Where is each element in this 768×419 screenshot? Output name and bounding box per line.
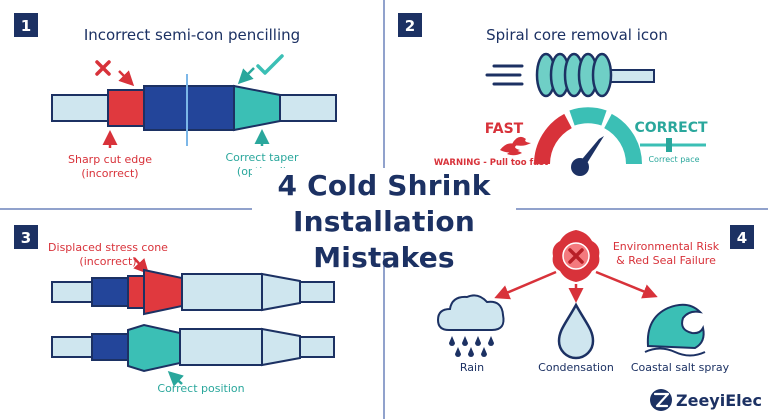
label-fast: FAST: [485, 121, 524, 137]
panel-4: 4 Environmental Risk & Red Seal Failure: [436, 225, 762, 411]
label-displaced-note: (incorrect): [79, 255, 136, 268]
label-displaced-stress-cone: Displaced stress cone: [48, 241, 168, 254]
arrow-to-rain: [494, 270, 557, 300]
rain-cloud-icon: [436, 294, 505, 357]
cable-diagram-1: [51, 84, 337, 132]
red-seal-icon: [552, 230, 600, 282]
label-environmental-risk: Environmental Risk: [613, 240, 720, 253]
flame-icon: [500, 136, 531, 156]
check-icon: [256, 54, 284, 75]
cable-diagram-3-incorrect: [51, 268, 335, 316]
label-correct-taper: Correct taper: [226, 151, 299, 164]
panel-1-number: 1: [21, 17, 31, 35]
arrow-to-salt-spray: [595, 270, 658, 299]
spiral-core-icon: [535, 52, 655, 98]
panel-4-number: 4: [737, 229, 747, 247]
panel-1-heading: Incorrect semi-con pencilling: [84, 26, 300, 44]
main-title: 4 Cold Shrink Installation Mistakes: [252, 168, 516, 274]
panel-3: 3 Displaced stress cone (incorrect) Corr…: [14, 225, 335, 395]
label-correct: CORRECT: [634, 120, 708, 136]
label-condensation: Condensation: [538, 361, 614, 374]
water-drop-icon: [557, 302, 595, 360]
wave-icon: [644, 303, 706, 357]
panel-2-number: 2: [405, 17, 415, 35]
cable-diagram-3-correct: [51, 323, 335, 373]
label-correct-position: Correct position: [157, 382, 244, 395]
z-bolt-icon: [650, 389, 672, 411]
label-correct-pace: Correct pace: [648, 155, 699, 164]
panel-2: 2 Spiral core removal icon: [398, 13, 708, 176]
slider-icon: [640, 138, 706, 152]
panel-1: 1 Incorrect semi-con pencilling Sharp cu…: [14, 13, 337, 180]
cross-icon: [95, 60, 111, 76]
brand-name: ZeeyiElec: [676, 391, 762, 410]
speed-gauge: [534, 107, 642, 176]
brand-logo: ZeeyiElec: [650, 389, 762, 411]
panel-2-heading: Spiral core removal icon: [486, 26, 668, 44]
panel-2-number-badge: [398, 13, 422, 37]
arrow-to-teal-taper: [237, 67, 255, 85]
panel-1-number-badge: [14, 13, 38, 37]
label-sharp-cut-edge-note: (incorrect): [81, 167, 138, 180]
panel-3-number-badge: [14, 225, 38, 249]
speed-lines-icon: [485, 64, 524, 86]
panel-4-number-badge: [730, 225, 754, 249]
label-seal-failure: & Red Seal Failure: [616, 254, 716, 267]
main-title-line-2: Installation Mistakes: [293, 205, 475, 274]
main-title-line-1: 4 Cold Shrink: [277, 169, 491, 202]
label-sharp-cut-edge: Sharp cut edge: [68, 153, 152, 166]
label-warning: WARNING - Pull too fast: [434, 158, 548, 168]
panel-3-number: 3: [21, 229, 31, 247]
label-rain: Rain: [460, 361, 484, 374]
arrow-correct-position: [167, 370, 184, 387]
arrow-to-red-band: [118, 70, 135, 87]
label-coastal-salt-spray: Coastal salt spray: [631, 361, 730, 374]
